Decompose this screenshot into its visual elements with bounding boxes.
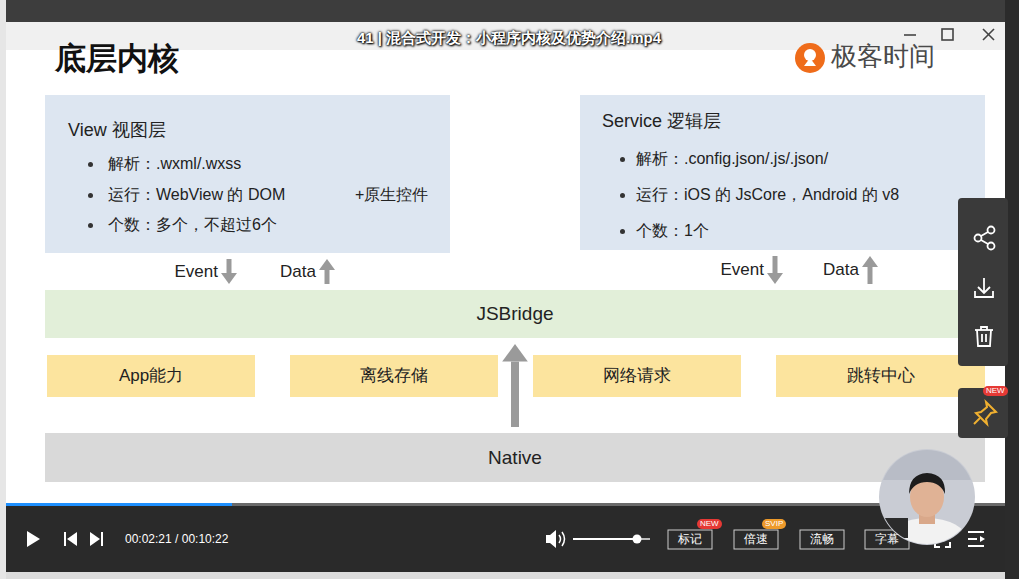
progress-played — [6, 503, 232, 506]
arrow-head — [767, 273, 783, 284]
node-text: JSBridge — [476, 302, 553, 326]
arrow-shaft — [511, 362, 519, 427]
node-text: 个数：1个 — [636, 221, 709, 241]
node-text: 跳转中心 — [847, 365, 915, 386]
edge-label: Event — [175, 261, 218, 281]
layer-box: Service 逻辑层解析：.config.json/.js/.json/运行：… — [580, 95, 985, 250]
edge-label: Data — [280, 261, 316, 281]
pin-icon — [974, 402, 996, 424]
button-frame — [734, 530, 778, 549]
fullscreen-icon — [935, 531, 950, 547]
control-button: 流畅 — [800, 530, 844, 549]
new-badge: NEW — [983, 386, 1008, 396]
video-title: 41 | 混合式开发：小程序内核及优势介绍.mp4 — [357, 29, 661, 47]
edge-label: Event — [721, 260, 764, 280]
arrow-head — [862, 256, 878, 267]
button-frame — [800, 530, 844, 549]
capability-box: 离线存储 — [290, 355, 498, 397]
editor-strip — [6, 572, 1005, 579]
arrow-shaft — [325, 270, 330, 284]
slide-ground — [6, 22, 1005, 505]
play-icon — [27, 531, 40, 547]
node-text: 解析：.config.json/.js/.json/ — [636, 149, 828, 169]
capability-box: 跳转中心 — [776, 355, 985, 397]
bullet-dot — [620, 157, 625, 162]
volume-icon — [546, 530, 565, 548]
trash-icon — [975, 327, 993, 346]
flow-arrow — [221, 259, 237, 284]
arrow-head — [502, 344, 528, 362]
flow-arrow — [319, 259, 335, 284]
side-panel — [958, 198, 1008, 366]
node-text: 运行：iOS 的 JsCore，Android 的 v8 — [636, 185, 899, 205]
logo-text: 极客时间 — [831, 41, 935, 72]
layer-heading: Service 逻辑层 — [602, 110, 721, 133]
editor-strip — [1005, 0, 1019, 579]
capability-box: 网络请求 — [533, 355, 741, 397]
flow-arrow — [862, 256, 878, 284]
button-frame — [668, 530, 712, 549]
volume-level — [573, 538, 637, 540]
node-text: 个数：多个，不超过6个 — [108, 215, 277, 235]
progress-track — [6, 503, 1005, 506]
top-bar — [6, 0, 1005, 22]
skip-icons — [64, 532, 103, 546]
control-button: 标记 — [668, 530, 712, 549]
node-text: App能力 — [119, 365, 183, 386]
node-text: 运行：WebView 的 DOM — [108, 185, 285, 205]
bullet-dot — [88, 162, 93, 167]
download-icon — [975, 278, 993, 297]
node-text: Native — [488, 446, 542, 470]
flow-arrow — [502, 344, 528, 427]
node-text: 网络请求 — [603, 365, 671, 386]
layer-heading: View 视图层 — [68, 119, 166, 142]
bullet-dot — [88, 223, 93, 228]
capability-box: App能力 — [47, 355, 255, 397]
bullet-dot — [88, 193, 93, 198]
native-band: Native — [45, 433, 985, 482]
control-bar — [6, 506, 1005, 572]
svip-badge: SVIP — [762, 519, 786, 529]
node-text: +原生控件 — [355, 185, 428, 205]
control-button: 字幕 — [865, 530, 909, 549]
logo-icon — [795, 43, 825, 73]
window-controls — [904, 29, 994, 40]
new-badge: NEW — [697, 519, 722, 529]
slide-title: 底层内核 — [55, 40, 179, 77]
arrow-head — [319, 259, 335, 270]
edge-label: Data — [823, 260, 859, 280]
layer-box: View 视图层解析：.wxml/.wxss 运行：WebView 的 DOM +原… — [45, 95, 450, 253]
node-text: 离线存储 — [360, 365, 428, 386]
node-text: 解析：.wxml/.wxss — [108, 154, 241, 174]
playlist-icon — [968, 532, 985, 546]
arrow-head — [221, 273, 237, 284]
volume-knob — [633, 535, 642, 544]
arrow-shaft — [227, 259, 232, 273]
control-button: 倍速 — [734, 530, 778, 549]
bullet-dot — [620, 193, 625, 198]
arrow-shaft — [868, 267, 873, 284]
time-display: 00:02:21 / 00:10:22 — [125, 532, 228, 546]
arrow-shaft — [773, 256, 778, 273]
flow-arrow — [767, 256, 783, 284]
bridge-band: JSBridge — [45, 290, 985, 338]
button-frame — [865, 530, 909, 549]
bullet-dot — [620, 229, 625, 234]
editor-strip — [0, 0, 6, 579]
share-icon — [975, 227, 995, 250]
